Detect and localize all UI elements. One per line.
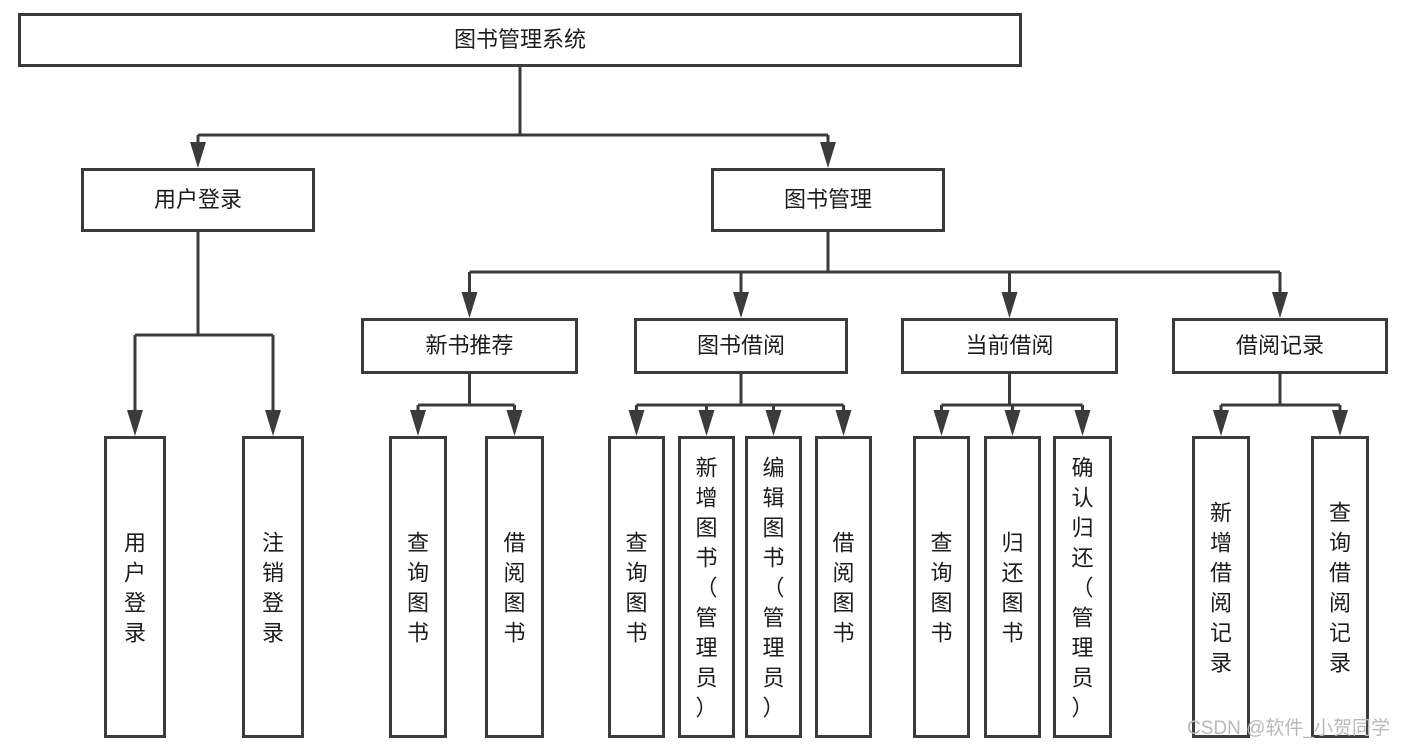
node-label-l2-new-book: 新书推荐 (425, 333, 513, 358)
node-label-leaf-cb-query: 查询图书 (930, 530, 952, 645)
csdn-watermark: CSDN @软件_小贺同学 (1187, 717, 1390, 739)
node-leaf-cb-query[interactable]: 查询图书 (913, 436, 970, 738)
node-label-l2-record: 借阅记录 (1236, 333, 1324, 358)
node-box-leaf-bb-add (678, 436, 735, 738)
node-l2-record[interactable]: 借阅记录 (1172, 318, 1388, 374)
node-box-l1-user-login (81, 168, 315, 232)
node-l1-user-login[interactable]: 用户登录 (81, 168, 315, 232)
node-l2-current[interactable]: 当前借阅 (901, 318, 1118, 374)
node-leaf-bb-borrow[interactable]: 借阅图书 (815, 436, 872, 738)
node-leaf-bb-query[interactable]: 查询图书 (608, 436, 665, 738)
node-label-l2-current: 当前借阅 (965, 333, 1053, 358)
node-box-leaf-nb-borrow (485, 436, 544, 738)
node-label-leaf-bb-add: 新增图书（管理员） (695, 455, 717, 720)
node-label-leaf-logout: 注销登录 (262, 530, 284, 645)
node-box-l2-current (901, 318, 1118, 374)
node-box-root (18, 13, 1022, 67)
node-leaf-nb-borrow[interactable]: 借阅图书 (485, 436, 544, 738)
node-root[interactable]: 图书管理系统 (18, 13, 1022, 67)
node-label-leaf-nb-borrow: 借阅图书 (503, 530, 525, 645)
node-l2-new-book[interactable]: 新书推荐 (361, 318, 578, 374)
node-box-leaf-nb-query (389, 436, 447, 738)
node-leaf-cb-confirm[interactable]: 确认归还（管理员） (1053, 436, 1112, 738)
connector-layer (127, 67, 1348, 436)
node-box-leaf-cb-return (984, 436, 1041, 738)
node-label-root: 图书管理系统 (454, 27, 586, 52)
node-box-leaf-bb-borrow (815, 436, 872, 738)
node-box-leaf-bb-query (608, 436, 665, 738)
node-l1-book-manage[interactable]: 图书管理 (711, 168, 945, 232)
node-label-leaf-user-login: 用户登录 (124, 530, 146, 645)
node-label-l2-borrow: 图书借阅 (697, 333, 785, 358)
node-label-leaf-nb-query: 查询图书 (407, 530, 429, 645)
node-label-leaf-bb-query: 查询图书 (625, 530, 647, 645)
node-box-leaf-rec-query (1311, 436, 1369, 738)
node-l2-borrow[interactable]: 图书借阅 (634, 318, 848, 374)
node-label-leaf-rec-query: 查询借阅记录 (1329, 500, 1351, 675)
node-box-leaf-user-login (104, 436, 166, 738)
node-box-l2-borrow (634, 318, 848, 374)
node-box-l2-new-book (361, 318, 578, 374)
node-leaf-user-login[interactable]: 用户登录 (104, 436, 166, 738)
node-box-l2-record (1172, 318, 1388, 374)
node-leaf-rec-add[interactable]: 新增借阅记录 (1192, 436, 1250, 738)
connector-group-l2_current (933, 374, 1091, 436)
connector-group-l2_new_book (410, 374, 523, 436)
connector-group-l1_user_login (127, 232, 281, 436)
node-label-leaf-bb-edit: 编辑图书（管理员） (762, 455, 784, 720)
node-box-leaf-cb-query (913, 436, 970, 738)
node-label-l1-book-manage: 图书管理 (784, 187, 872, 212)
node-leaf-nb-query[interactable]: 查询图书 (389, 436, 447, 738)
node-leaf-bb-add[interactable]: 新增图书（管理员） (678, 436, 735, 738)
connector-group-root (190, 67, 836, 168)
node-label-l1-user-login: 用户登录 (154, 187, 242, 212)
node-box-leaf-logout (242, 436, 304, 738)
node-label-leaf-cb-return: 归还图书 (1001, 530, 1023, 645)
connector-group-l2_borrow (628, 374, 852, 436)
node-leaf-rec-query[interactable]: 查询借阅记录 (1311, 436, 1369, 738)
node-box-leaf-rec-add (1192, 436, 1250, 738)
node-label-leaf-bb-borrow: 借阅图书 (832, 530, 854, 645)
node-box-leaf-bb-edit (745, 436, 802, 738)
node-layer: 图书管理系统用户登录图书管理新书推荐图书借阅当前借阅借阅记录用户登录注销登录查询… (18, 13, 1388, 738)
node-leaf-logout[interactable]: 注销登录 (242, 436, 304, 738)
node-leaf-bb-edit[interactable]: 编辑图书（管理员） (745, 436, 802, 738)
node-box-leaf-cb-confirm (1053, 436, 1112, 738)
node-box-l1-book-manage (711, 168, 945, 232)
node-label-leaf-rec-add: 新增借阅记录 (1210, 500, 1232, 675)
node-leaf-cb-return[interactable]: 归还图书 (984, 436, 1041, 738)
connector-group-l2_record (1213, 374, 1348, 436)
node-label-leaf-cb-confirm: 确认归还（管理员） (1071, 455, 1093, 720)
connector-group-l1_book_manage (461, 232, 1288, 318)
